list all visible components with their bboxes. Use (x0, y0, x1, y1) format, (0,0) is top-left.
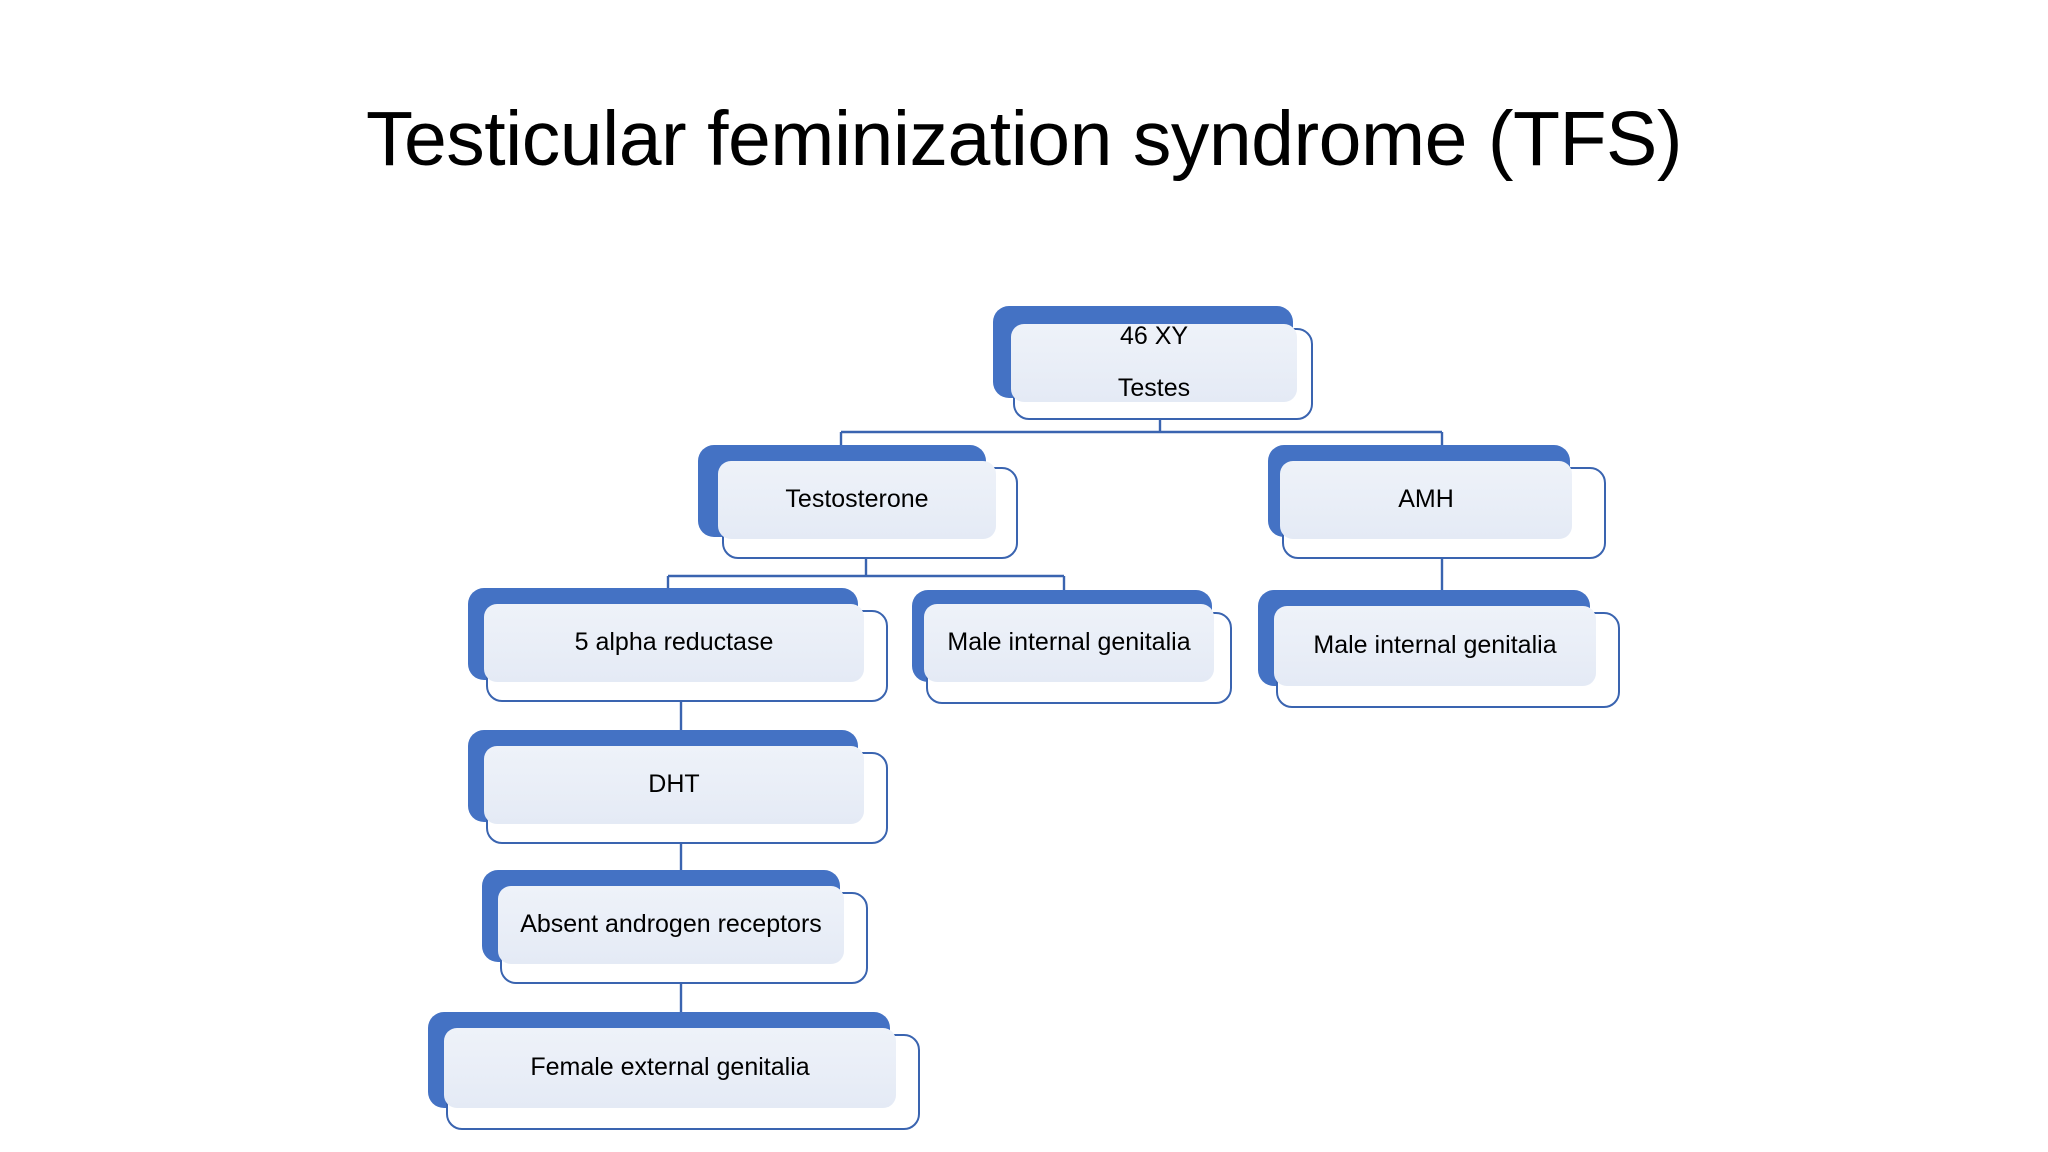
node-label-line: Female external genitalia (530, 1053, 810, 1082)
node-label-line: 5 alpha reductase (574, 628, 774, 657)
node-dht[interactable]: DHT (468, 730, 888, 844)
node-label-line: Male internal genitalia (1313, 631, 1557, 660)
node-label-line: Testes (1117, 374, 1191, 402)
node-face: Male internal genitalia (1274, 606, 1596, 686)
node-label-line: Testosterone (785, 485, 929, 514)
node-male-internal-genitalia-right[interactable]: Male internal genitalia (1258, 590, 1620, 708)
node-46-xy-testes[interactable]: 46 XY Testes (993, 306, 1313, 420)
node-label-line: DHT (648, 770, 700, 799)
node-5-alpha-reductase[interactable]: 5 alpha reductase (468, 588, 888, 702)
node-face: 5 alpha reductase (484, 604, 864, 682)
node-face: Male internal genitalia (924, 604, 1214, 682)
node-face: AMH (1280, 461, 1572, 539)
node-face: Absent androgen receptors (498, 886, 844, 964)
node-label-line: Absent androgen receptors (520, 910, 822, 939)
node-testosterone[interactable]: Testosterone (698, 445, 1018, 559)
node-label-line: Male internal genitalia (947, 628, 1191, 657)
page-title: Testicular feminization syndrome (TFS) (365, 96, 1683, 182)
node-amh[interactable]: AMH (1268, 445, 1606, 559)
node-face: DHT (484, 746, 864, 824)
node-face: Female external genitalia (444, 1028, 896, 1108)
node-male-internal-genitalia-left[interactable]: Male internal genitalia (912, 590, 1232, 704)
node-face: Testosterone (718, 461, 996, 539)
node-absent-androgen-receptors[interactable]: Absent androgen receptors (482, 870, 868, 984)
node-label-line: 46 XY (1119, 322, 1189, 351)
node-face: 46 XY Testes (1011, 322, 1297, 402)
node-female-external-genitalia[interactable]: Female external genitalia (428, 1012, 920, 1132)
node-label-line: AMH (1398, 485, 1454, 514)
